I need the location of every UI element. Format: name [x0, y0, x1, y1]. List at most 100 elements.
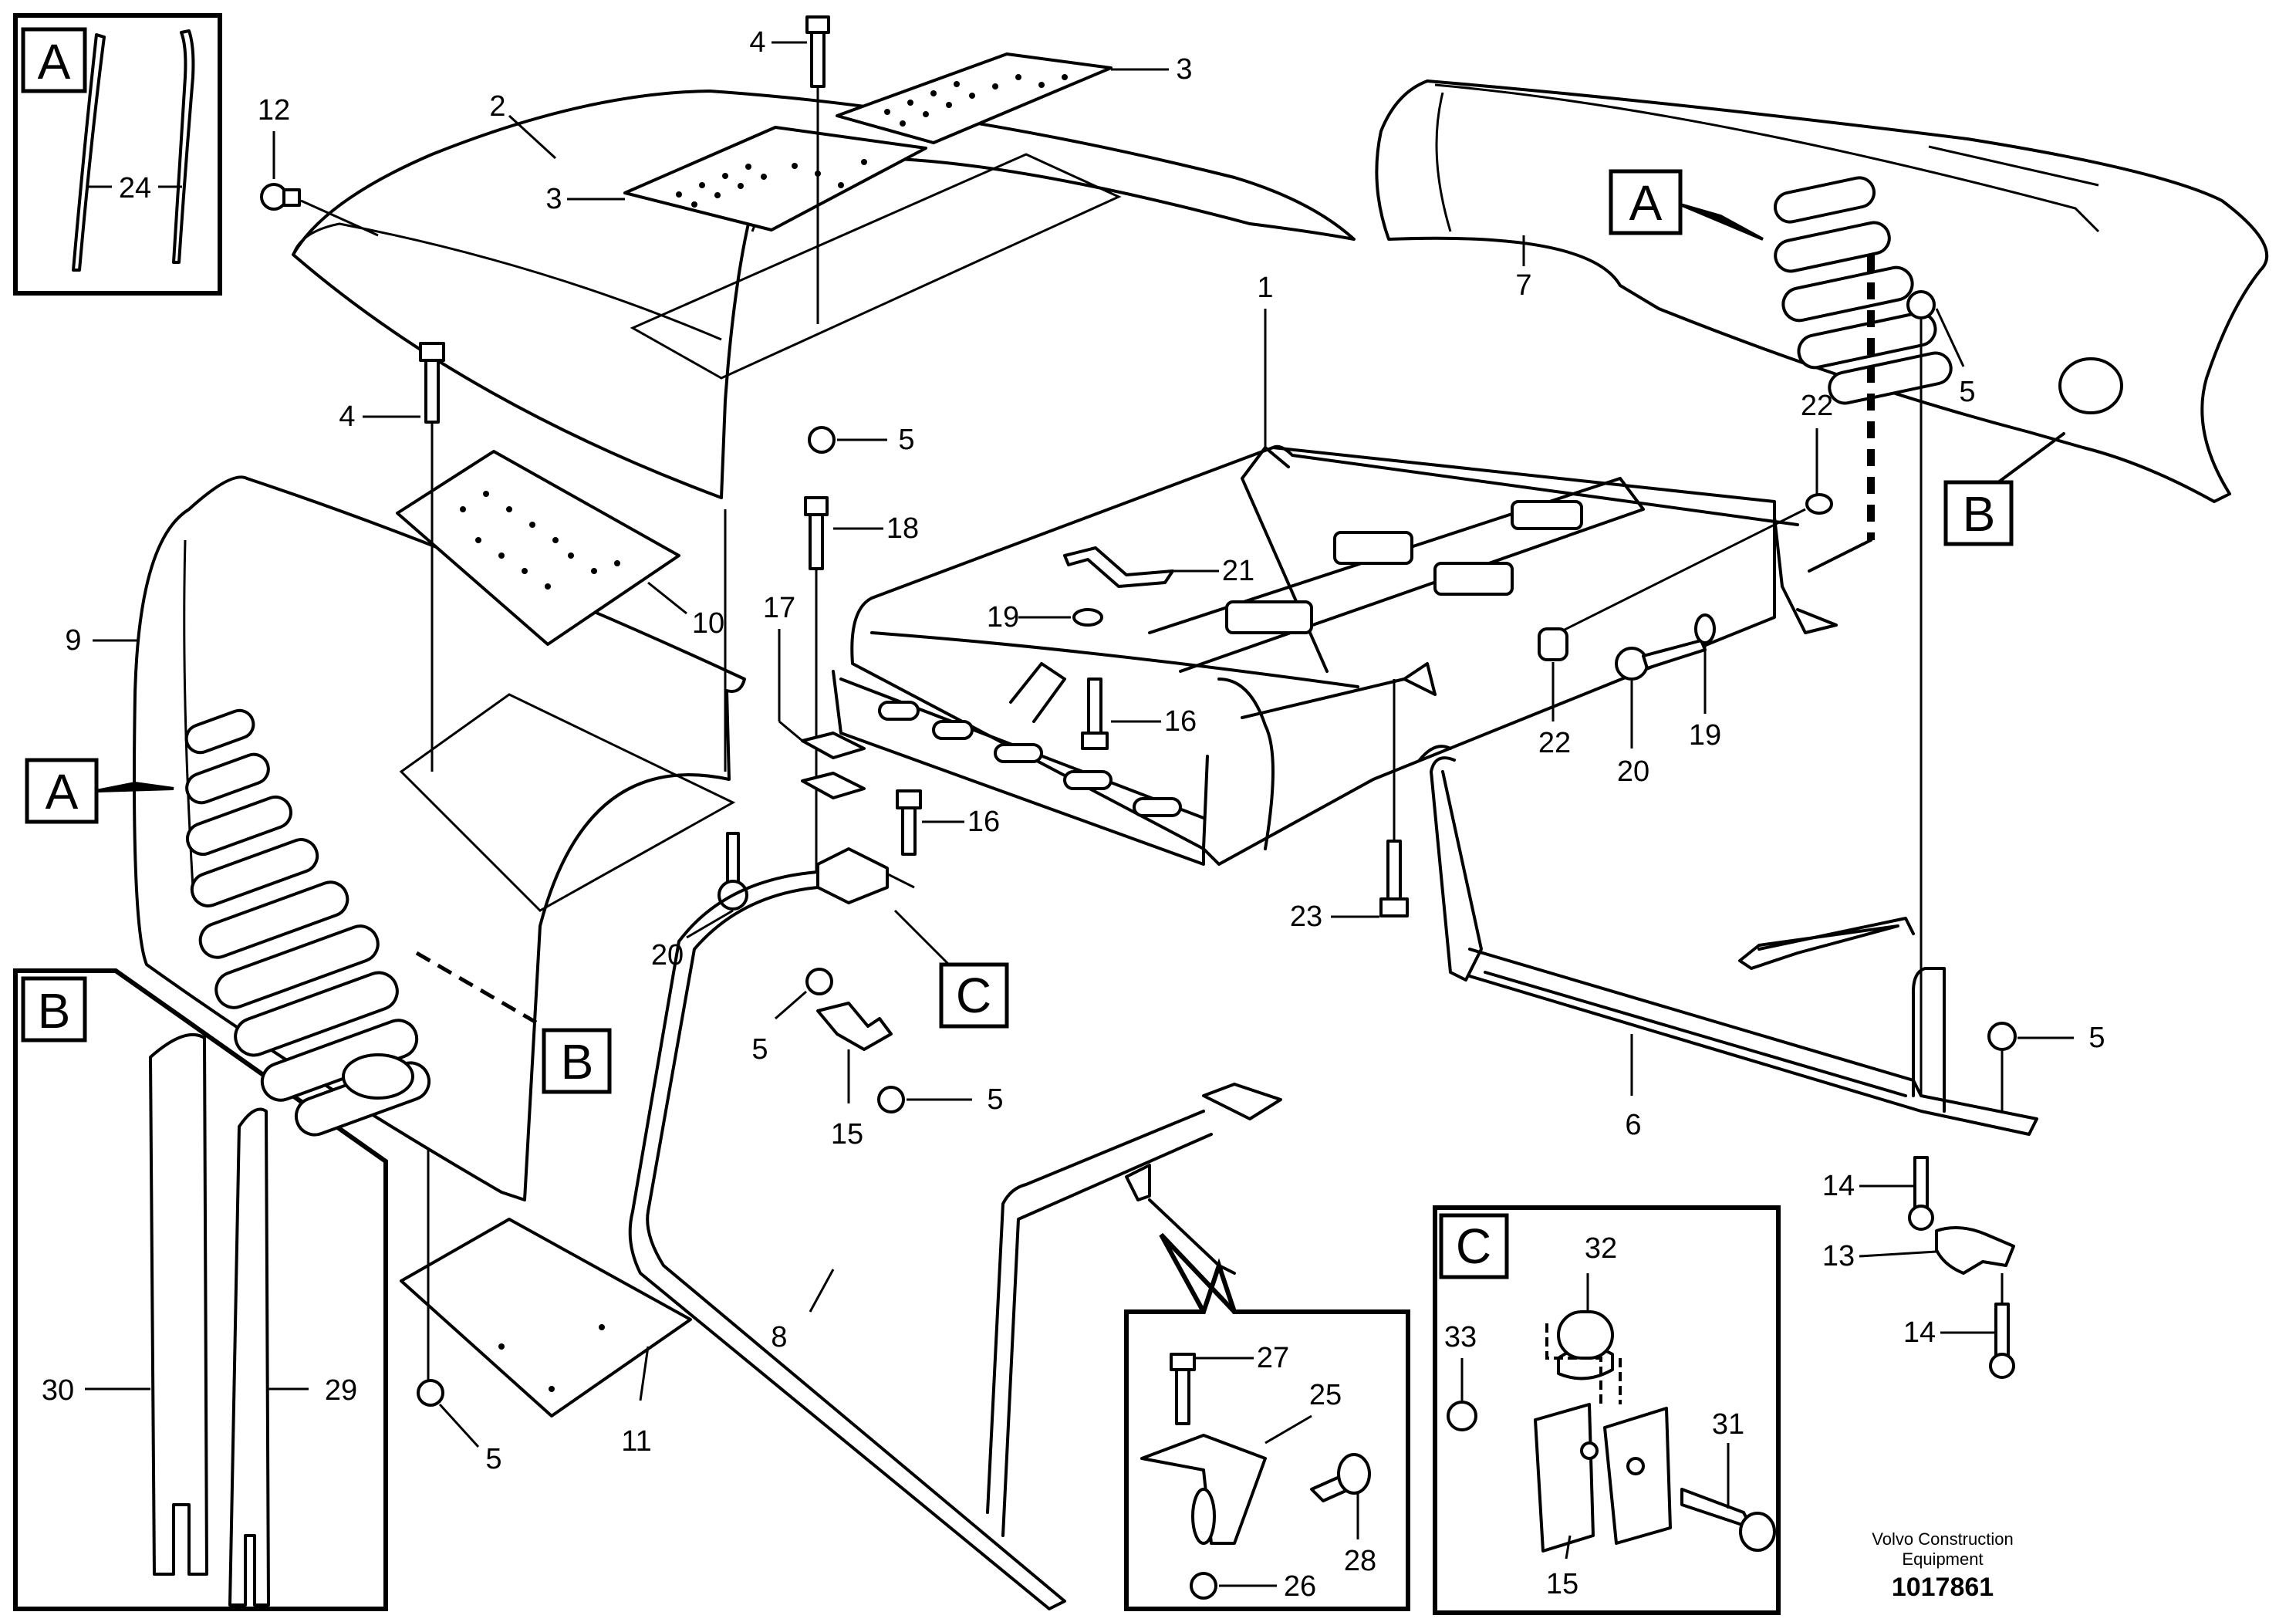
svg-text:B: B — [1963, 486, 1996, 542]
label-11: 11 — [621, 1425, 651, 1458]
ref-a-right: A — [1609, 169, 1764, 241]
bolt-16-frame: 16 — [1081, 678, 1197, 750]
label-26: 26 — [1284, 1570, 1316, 1603]
label-31: 31 — [1712, 1408, 1744, 1441]
inset-a-box: A 24 — [13, 13, 222, 296]
roof-panel: 3 3 2 — [292, 52, 1356, 499]
bolt-5-right: 5 — [1987, 1022, 2105, 1111]
ref-a-left: A — [25, 758, 174, 824]
label-18: 18 — [886, 512, 919, 545]
bracket-21: 21 — [1063, 546, 1254, 588]
left-side-panel: 9 — [65, 475, 746, 1201]
hinge-upper-center — [816, 847, 889, 904]
label-15-center: 15 — [831, 1118, 863, 1151]
drawing-footer: Volvo Construction Equipment 1017861 — [1872, 1529, 2013, 1602]
label-30: 30 — [42, 1374, 74, 1407]
label-22-lower: 22 — [1538, 727, 1571, 759]
label-4-side: 4 — [339, 400, 355, 433]
washer-19-right: 19 — [1689, 613, 1721, 752]
svg-text:B: B — [561, 1034, 594, 1090]
svg-text:C: C — [1456, 1218, 1491, 1274]
nut-12: 12 — [258, 94, 379, 237]
grille-dots-left — [676, 159, 867, 208]
drawing-number: 1017861 — [1892, 1573, 1994, 1602]
shims-17: 17 — [763, 592, 866, 799]
inset-bracket-box: 27 25 28 26 — [1124, 1232, 1410, 1611]
inset-b-box: B 30 29 — [13, 968, 388, 1611]
label-5-right: 5 — [2088, 1022, 2105, 1054]
label-21: 21 — [1222, 555, 1254, 587]
inset-a-letter: A — [38, 34, 71, 90]
bolt-20-left: 20 — [651, 832, 748, 972]
spacer-22-top: 22 — [1542, 390, 1833, 642]
label-10: 10 — [692, 607, 724, 640]
washer-19-frame: 19 — [987, 601, 1103, 634]
label-5-roof: 5 — [898, 424, 914, 456]
label-4-top: 4 — [749, 26, 765, 59]
frame-slots — [878, 500, 1583, 817]
inset-c-box: C 32 33 31 15 — [1433, 1205, 1781, 1615]
bolt-4-side: 4 — [339, 342, 445, 772]
svg-text:A: A — [46, 764, 79, 819]
label-14-lower: 14 — [1903, 1316, 1936, 1349]
label-5-hinge-a: 5 — [751, 1033, 768, 1066]
maker-line-2: Equipment — [1902, 1549, 1983, 1569]
label-12: 12 — [258, 94, 290, 127]
bolt-16-lower: 16 — [883, 789, 1000, 889]
label-3-right: 3 — [1176, 53, 1192, 86]
label-29: 29 — [325, 1374, 357, 1407]
label-15-inset: 15 — [1546, 1568, 1578, 1600]
label-16-lower: 16 — [967, 806, 1000, 838]
label-14-upper: 14 — [1822, 1170, 1855, 1202]
label-6: 6 — [1625, 1109, 1641, 1141]
bolt-20-right: 20 — [1615, 639, 1707, 788]
grille-10: 10 — [396, 450, 724, 646]
label-5-hinge-b: 5 — [987, 1083, 1003, 1116]
ref-b-right: B — [1943, 432, 2065, 546]
label-13: 13 — [1822, 1240, 1855, 1272]
maker-line-1: Volvo Construction — [1872, 1529, 2013, 1549]
spacer-22-lower: 22 — [1538, 627, 1571, 759]
label-8: 8 — [771, 1321, 787, 1353]
bolt-4-top: 4 — [749, 15, 830, 324]
label-24: 24 — [119, 172, 151, 204]
nut-5-bottom-left: 5 — [417, 1379, 502, 1475]
side-frame-6: 6 — [1418, 745, 2038, 1141]
label-20-right: 20 — [1617, 755, 1649, 788]
label-28: 28 — [1344, 1545, 1376, 1577]
label-9: 9 — [65, 624, 81, 657]
label-22-top: 22 — [1801, 390, 1833, 422]
label-2: 2 — [489, 90, 505, 123]
plate-11: 11 — [400, 1150, 692, 1458]
bolt-5-top-right: 5 — [1906, 290, 1976, 1096]
ref-c-center: C — [893, 909, 1009, 1029]
label-3-left: 3 — [545, 183, 562, 215]
inset-b-letter: B — [38, 983, 71, 1039]
rear-cover-7: 7 — [1375, 79, 2269, 503]
bolt-18: 18 — [804, 496, 919, 872]
vent-slots — [184, 708, 431, 1137]
label-5-top-right: 5 — [1959, 376, 1975, 408]
bolt-14-upper: 14 — [1822, 1156, 1934, 1231]
svg-text:C: C — [956, 968, 991, 1023]
label-33: 33 — [1444, 1321, 1477, 1353]
label-23: 23 — [1290, 901, 1322, 933]
door-frame-8: 8 — [628, 870, 1282, 1610]
svg-text:A: A — [1629, 175, 1663, 231]
label-19-frame: 19 — [987, 601, 1019, 634]
ref-b-left: B — [415, 951, 612, 1094]
hinge-15-center: 5 15 5 — [751, 968, 1004, 1151]
label-32: 32 — [1585, 1232, 1617, 1265]
nut-5-roof: 5 — [808, 424, 915, 456]
label-19-right: 19 — [1689, 719, 1721, 752]
bolt-23: 23 — [1290, 679, 1409, 933]
label-5-bottom-left: 5 — [485, 1443, 501, 1475]
label-25: 25 — [1309, 1379, 1342, 1411]
label-16-frame: 16 — [1164, 705, 1197, 738]
bracket-13: 13 — [1822, 1226, 2015, 1304]
label-7: 7 — [1515, 269, 1531, 302]
label-27: 27 — [1257, 1342, 1289, 1374]
cab-frame: 1 — [832, 272, 1838, 866]
